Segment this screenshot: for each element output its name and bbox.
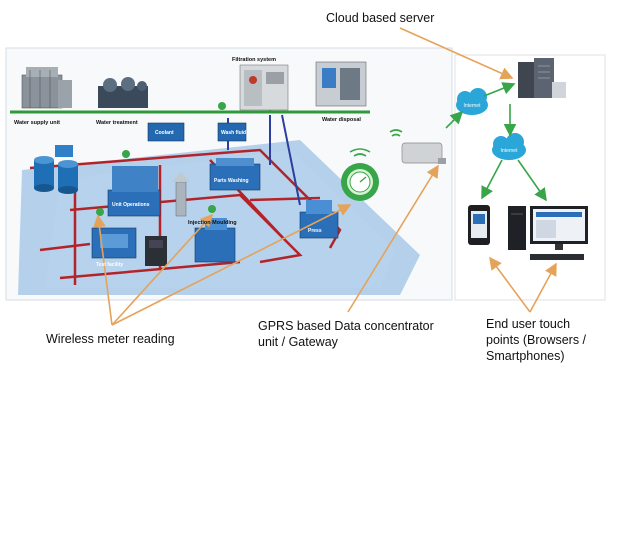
label-press: Press [308, 228, 322, 234]
label-parts-washing: Parts Washing [214, 178, 249, 184]
water-meter-icon [341, 148, 379, 201]
network-arrows [445, 82, 547, 202]
label-water-treatment: Water treatment [96, 120, 138, 126]
injection-moulding-unit [172, 172, 190, 217]
coolant-box [147, 122, 185, 142]
storage-tanks [34, 145, 78, 194]
water-supply-unit [21, 67, 72, 109]
test-facility-box [91, 227, 137, 259]
callout-wireless-meter: Wireless meter reading [46, 332, 175, 346]
callout-end-user-line2: points (Browsers / [486, 333, 587, 347]
callout-cloud-server: Cloud based server [326, 11, 434, 25]
label-coolant: Coolant [155, 130, 174, 136]
smartphone-icon [468, 205, 490, 245]
label-unit-operations: Unit Operations [112, 202, 150, 208]
callout-gateway-line2: unit / Gateway [258, 335, 339, 349]
unit-operations-box [107, 166, 161, 217]
cloud-server-icon [518, 58, 566, 98]
label-filtration: Filtration system [232, 57, 276, 63]
label-wash-fluid: Wash fluid [221, 130, 246, 136]
internet-label-1: Internet [464, 103, 482, 109]
label-water-supply: Water supply unit [14, 120, 60, 126]
press-box [299, 200, 339, 239]
meter-badges [96, 102, 226, 216]
label-water-disposal: Water disposal [322, 117, 361, 123]
desktop-tower-icon [508, 206, 526, 250]
water-treatment-unit [98, 77, 148, 108]
label-injection-moulding: Injection Moulding [188, 220, 237, 226]
internet-cloud-2: Internet [492, 133, 526, 160]
internet-label-2: Internet [501, 148, 519, 154]
callout-end-user-line3: Smartphones) [486, 349, 565, 363]
gateway-device-icon [389, 129, 446, 164]
filtration-system-unit [239, 64, 289, 111]
water-disposal-unit [315, 61, 367, 107]
callout-lines [93, 27, 557, 326]
monitor-icon [530, 206, 588, 260]
label-test-facility: Test facility [96, 262, 123, 268]
parts-washing-box [209, 158, 261, 191]
callout-gateway-line1: GPRS based Data concentrator [258, 319, 434, 333]
internet-cloud-1: Internet [456, 88, 488, 115]
callout-end-user-line1: End user touch [486, 317, 570, 331]
wash-fluid-box [217, 122, 247, 142]
black-machine [145, 236, 167, 266]
